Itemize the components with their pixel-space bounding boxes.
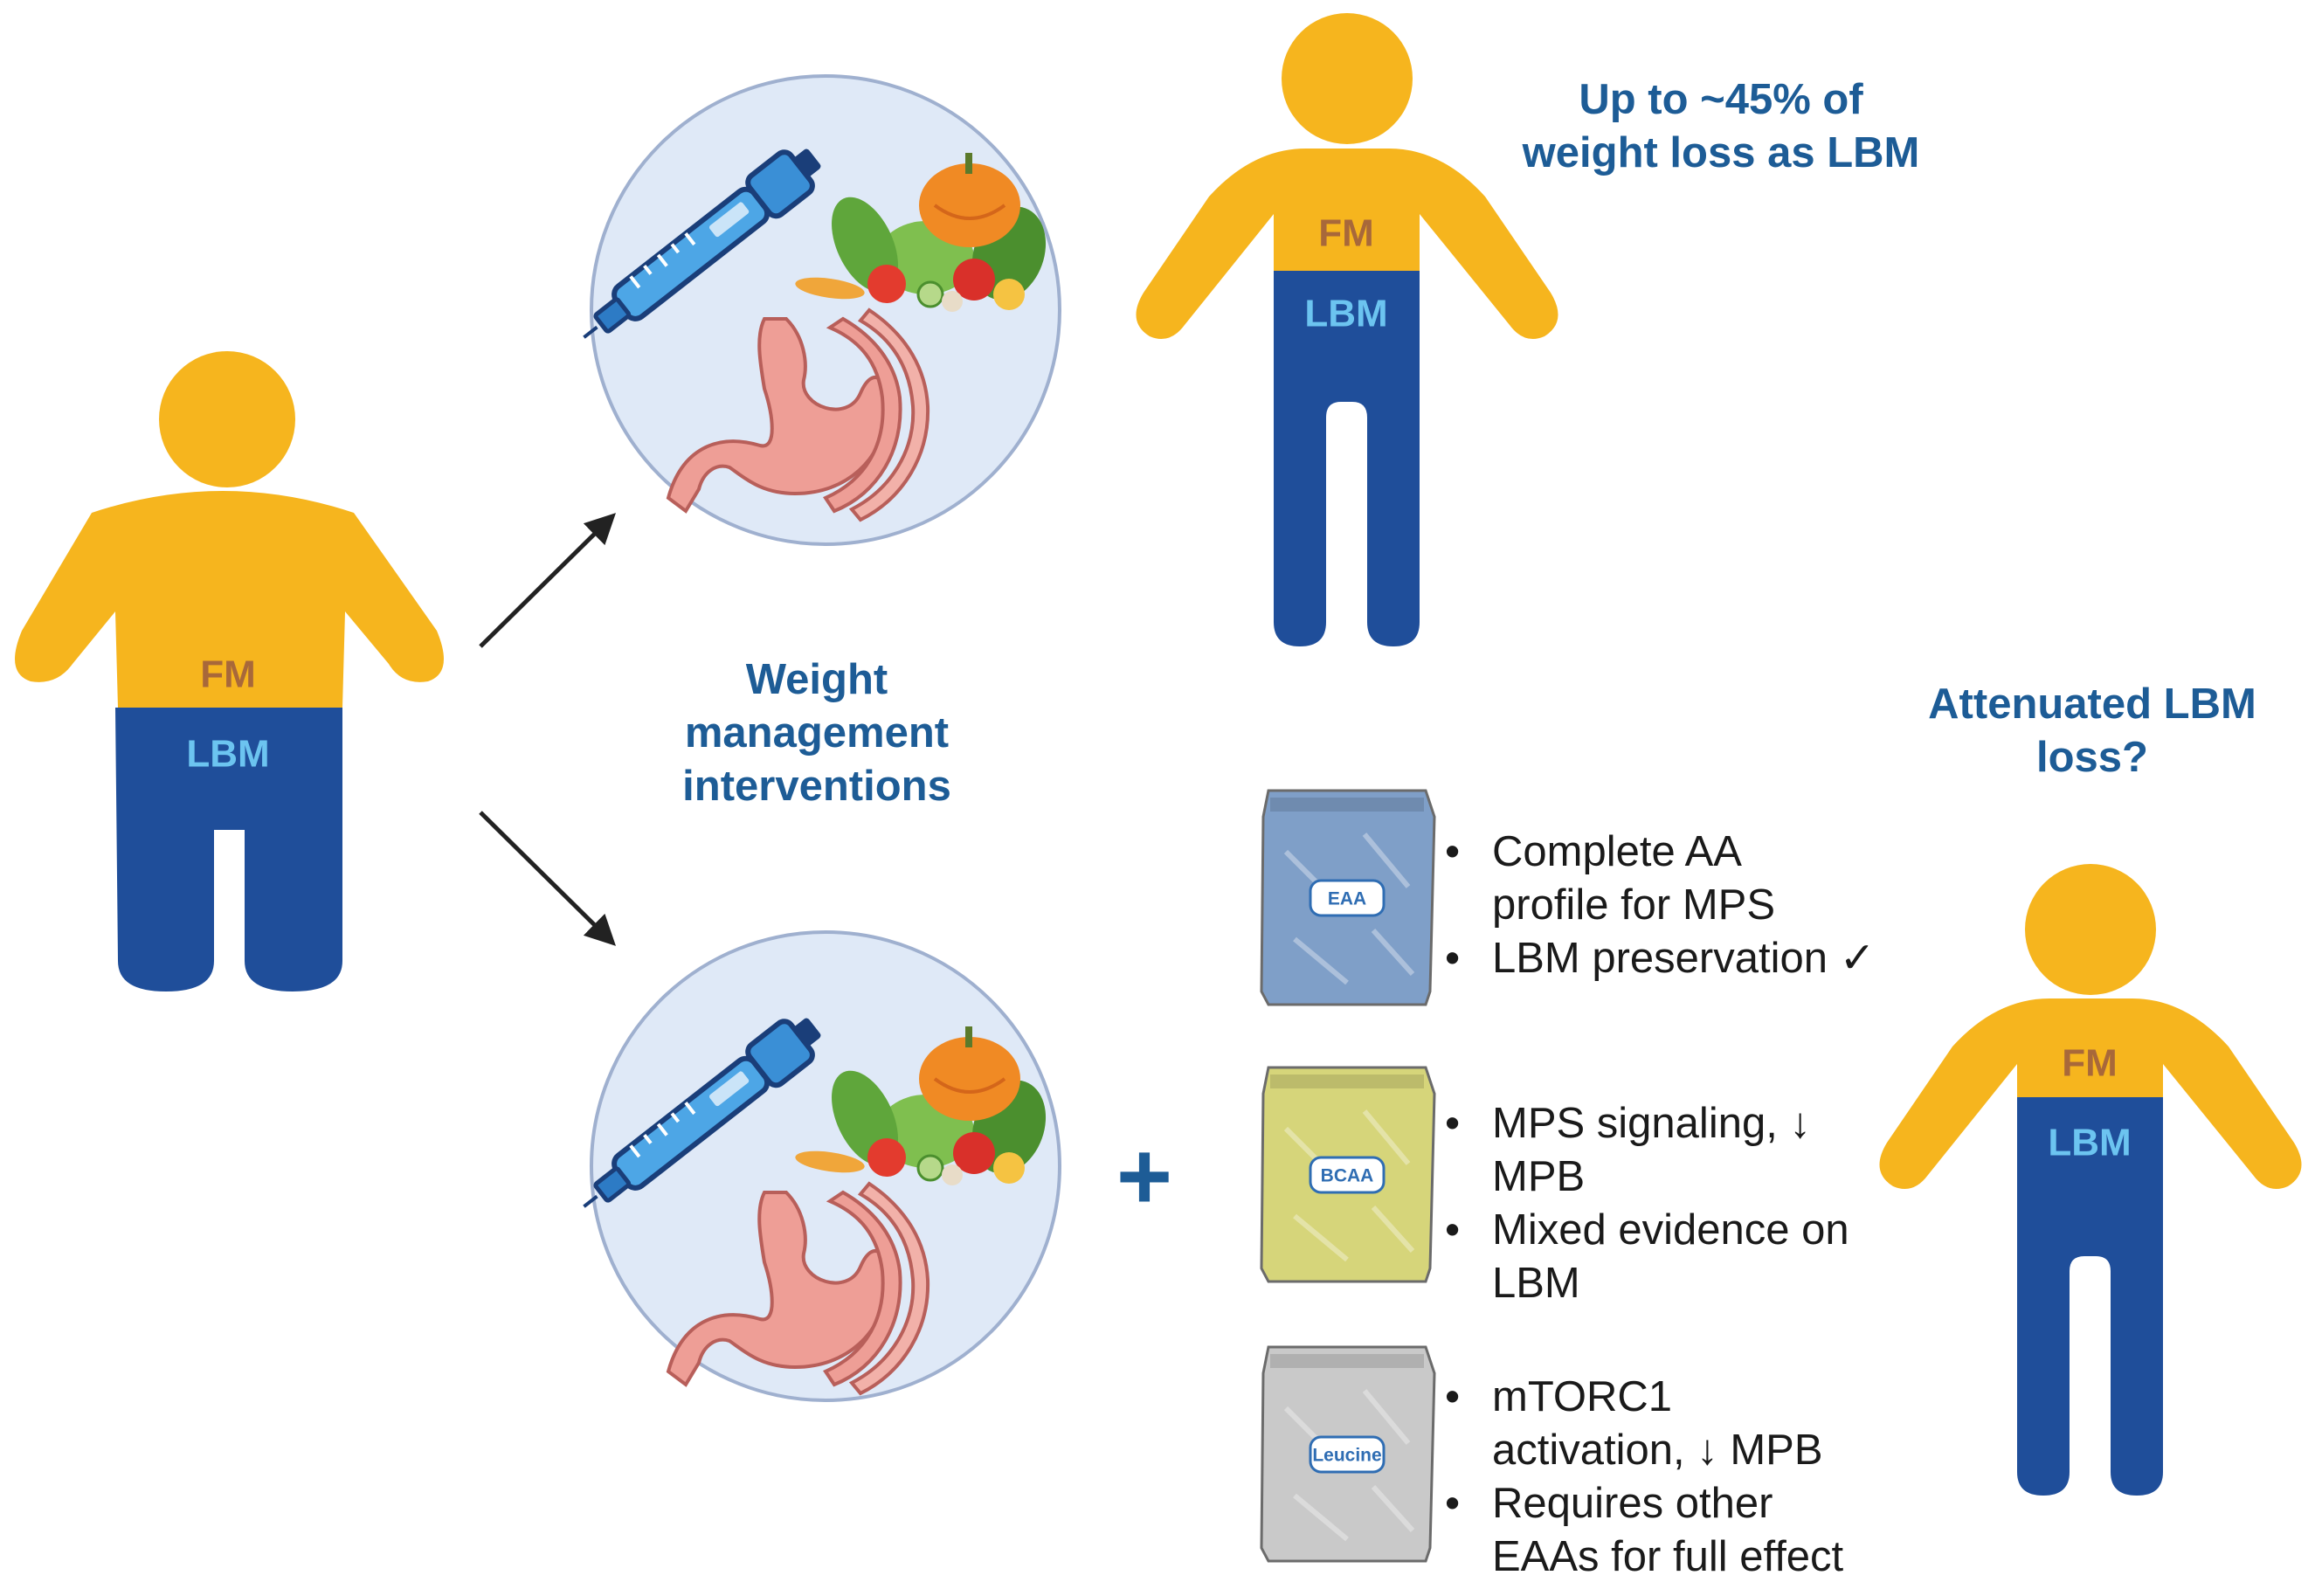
- lower-body-lean: [2017, 1097, 2163, 1496]
- heading-line: loss?: [2036, 734, 2148, 781]
- bullet-line: Mixed evidence on: [1492, 1206, 1849, 1254]
- bullet-line: Requires other: [1492, 1480, 1773, 1527]
- person-supplemented-result: FM LBM: [1879, 864, 2302, 1496]
- bcaa-bullets: MPS signaling, ↓ MPB Mixed evidence on LBM: [1440, 1097, 1929, 1310]
- intervention-circle-bottom: [569, 930, 1061, 1402]
- supplement-pouch-bcaa: BCAA: [1261, 1067, 1434, 1282]
- person-standard-result: FM LBM: [1136, 13, 1558, 646]
- bullet-item: MPS signaling, ↓ MPB: [1440, 1097, 1929, 1204]
- heading-line: weight loss as LBM: [1522, 129, 1920, 176]
- plus-sign: +: [1116, 1123, 1172, 1230]
- heading-line: interventions: [682, 763, 951, 810]
- bullet-line: LBM preservation ✓: [1492, 935, 1876, 982]
- person-before: FM LBM: [15, 351, 444, 991]
- heading-intervention: Weight management interventions: [638, 653, 996, 813]
- lean-label: LBM: [2048, 1122, 2131, 1164]
- arrow-to-standard: [479, 513, 616, 648]
- bullet-line: mTORC1: [1492, 1373, 1673, 1420]
- heading-line: management: [684, 709, 950, 757]
- supplement-label: Leucine: [1312, 1446, 1381, 1466]
- heading-standard-outcome: Up to ~45% of weight loss as LBM: [1450, 73, 1992, 180]
- lean-label: LBM: [186, 733, 269, 776]
- intervention-circle-top: [569, 74, 1061, 546]
- arrow-to-supplemented: [479, 811, 616, 946]
- bullet-line: MPS signaling, ↓: [1492, 1100, 1811, 1147]
- leucine-bullets: mTORC1 activation, ↓ MPB Requires otherEA…: [1440, 1371, 1929, 1584]
- bullet-item: mTORC1 activation, ↓ MPB: [1440, 1371, 1929, 1477]
- bullet-item: Mixed evidence on LBM: [1440, 1204, 1929, 1310]
- bullet-item: Complete AA profile for MPS: [1440, 826, 1929, 932]
- torso-fat: [1136, 149, 1558, 340]
- heading-line: Attenuated LBM: [1928, 681, 2256, 728]
- bullet-item: LBM preservation ✓: [1440, 932, 1929, 985]
- bullet-line: Complete AA: [1492, 828, 1742, 875]
- torso-fat: [15, 491, 444, 708]
- lower-body-lean: [115, 708, 342, 991]
- fat-label: FM: [2062, 1042, 2118, 1085]
- lean-label: LBM: [1304, 293, 1387, 335]
- bullet-line: LBM: [1492, 1260, 1580, 1307]
- bullet-line: MPB: [1492, 1153, 1586, 1200]
- lower-body-lean: [1274, 271, 1420, 646]
- supplement-pouch-eaa: EAA: [1261, 791, 1434, 1005]
- supplement-label: EAA: [1328, 889, 1366, 909]
- bullet-line: EAAs for full effect: [1492, 1533, 1844, 1580]
- supplement-pouch-leucine: Leucine: [1261, 1347, 1434, 1561]
- supplement-label: BCAA: [1321, 1166, 1374, 1186]
- heading-line: Weight: [745, 656, 888, 703]
- heading-line: Up to ~45% of: [1579, 76, 1863, 123]
- head: [1282, 13, 1413, 144]
- bullet-line: activation, ↓ MPB: [1492, 1427, 1823, 1474]
- torso-fat: [1879, 998, 2302, 1190]
- bullet-line: profile for MPS: [1492, 881, 1776, 929]
- fat-label: FM: [200, 653, 256, 696]
- heading-supplemented-outcome: Attenuated LBM loss?: [1896, 678, 2289, 784]
- eaa-bullets: Complete AA profile for MPS LBM preservat…: [1440, 826, 1929, 985]
- head: [159, 351, 295, 487]
- head: [2025, 864, 2156, 995]
- fat-label: FM: [1318, 212, 1374, 255]
